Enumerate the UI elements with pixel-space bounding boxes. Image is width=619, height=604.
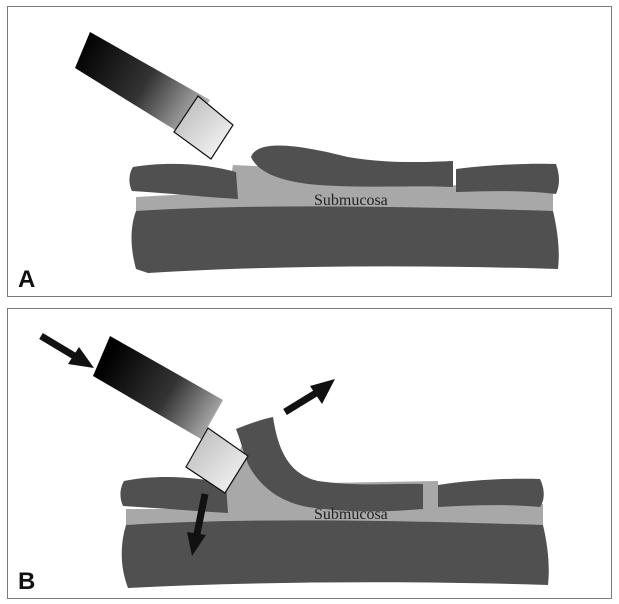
panel-letter-b: B (18, 570, 35, 594)
dissection-instrument-icon (93, 336, 223, 439)
panel-b: Submucosa B (7, 308, 612, 599)
panel-a: Submucosa A (7, 6, 612, 297)
panel-letter-a: A (18, 268, 35, 292)
mucosa-right (438, 479, 544, 507)
tissue-label-b: Submucosa (314, 506, 388, 523)
direction-arrow-icon (41, 336, 94, 368)
tissue-label-a: Submucosa (314, 192, 388, 209)
muscle-layer (122, 520, 549, 588)
panel-b-illustration: Submucosa (8, 309, 612, 599)
direction-arrow-icon (285, 379, 335, 412)
mucosa-left (129, 164, 238, 199)
muscle-layer (132, 206, 559, 273)
mucosa-right (456, 164, 559, 194)
panel-a-illustration: Submucosa (8, 7, 612, 297)
